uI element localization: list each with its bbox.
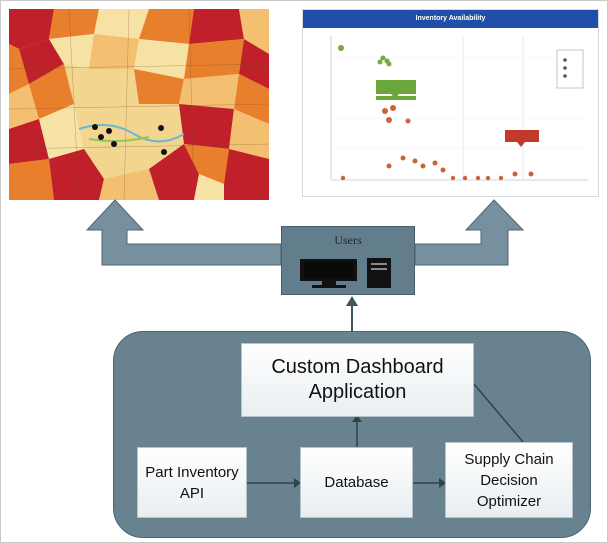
workstation-illustration (300, 258, 391, 288)
optimizer-line-2: Decision (480, 471, 538, 489)
database-node: Database (300, 447, 413, 518)
optimizer-line-3: Optimizer (476, 492, 542, 510)
desktop-tower-icon (367, 258, 391, 288)
map-regions (9, 9, 269, 200)
users-label: Users (334, 233, 362, 247)
custom-dashboard-node: Custom Dashboard Application (241, 343, 474, 417)
chart-plot (330, 36, 588, 181)
dashboard-line-2: Application (308, 381, 407, 403)
chart-title: Inventory Availability (303, 10, 598, 28)
database-label: Database (324, 474, 389, 491)
inventory-chart: Inventory Availability (302, 9, 599, 197)
users-box: Users (281, 226, 415, 295)
part-inventory-api-node: Part Inventory API (137, 447, 247, 518)
inventory-line-2: API (179, 484, 205, 502)
inventory-line-1: Part Inventory (145, 463, 239, 481)
desktop-monitor-icon (300, 259, 357, 288)
arrow-to-chart (414, 199, 525, 266)
arrow-to-map (85, 199, 282, 266)
optimizer-line-1: Supply Chain (464, 450, 554, 468)
choropleth-map (9, 9, 269, 200)
arrowhead-up (346, 296, 358, 306)
dashboard-line-1: Custom Dashboard (271, 356, 444, 378)
supply-chain-optimizer-node: Supply Chain Decision Optimizer (445, 442, 573, 518)
